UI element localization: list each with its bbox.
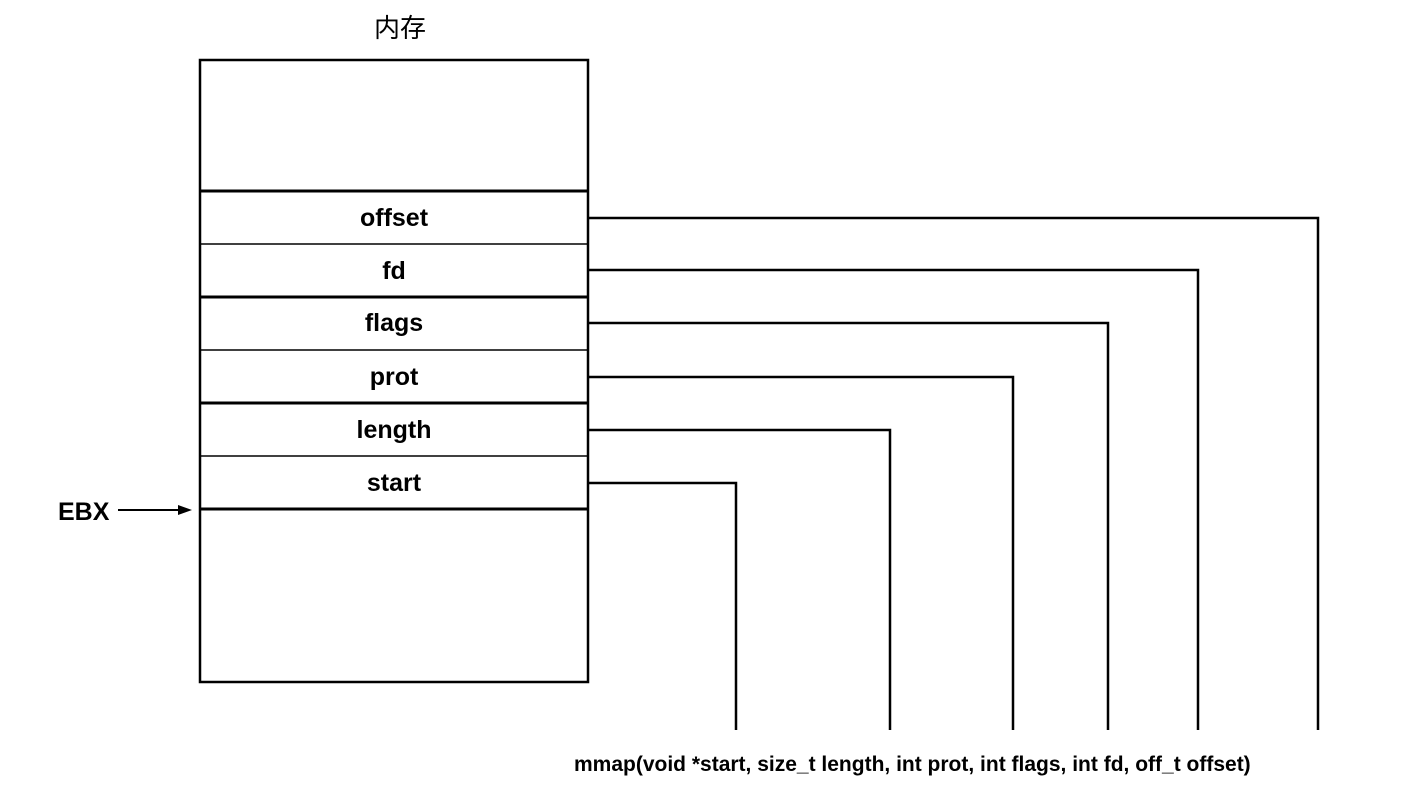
ebx-arrow-head [178,505,192,515]
connector-flags [588,321,1110,730]
field-length: length [356,416,432,444]
connector-length [588,428,892,730]
ebx-register-label: EBX [58,498,110,526]
connector-prot [588,375,1015,730]
connector-offset [588,216,1320,730]
field-offset: offset [359,204,429,232]
connector-fd [588,268,1200,730]
field-fd: fd [382,257,406,285]
memory-title: 内存 [373,14,426,44]
memory-block [198,58,590,684]
field-flags: flags [364,309,424,337]
mmap-signature: mmap(void *start, size_t length, int pro… [574,753,1251,776]
connector-start [588,481,738,730]
field-prot: prot [369,363,419,391]
field-start: start [366,469,422,497]
